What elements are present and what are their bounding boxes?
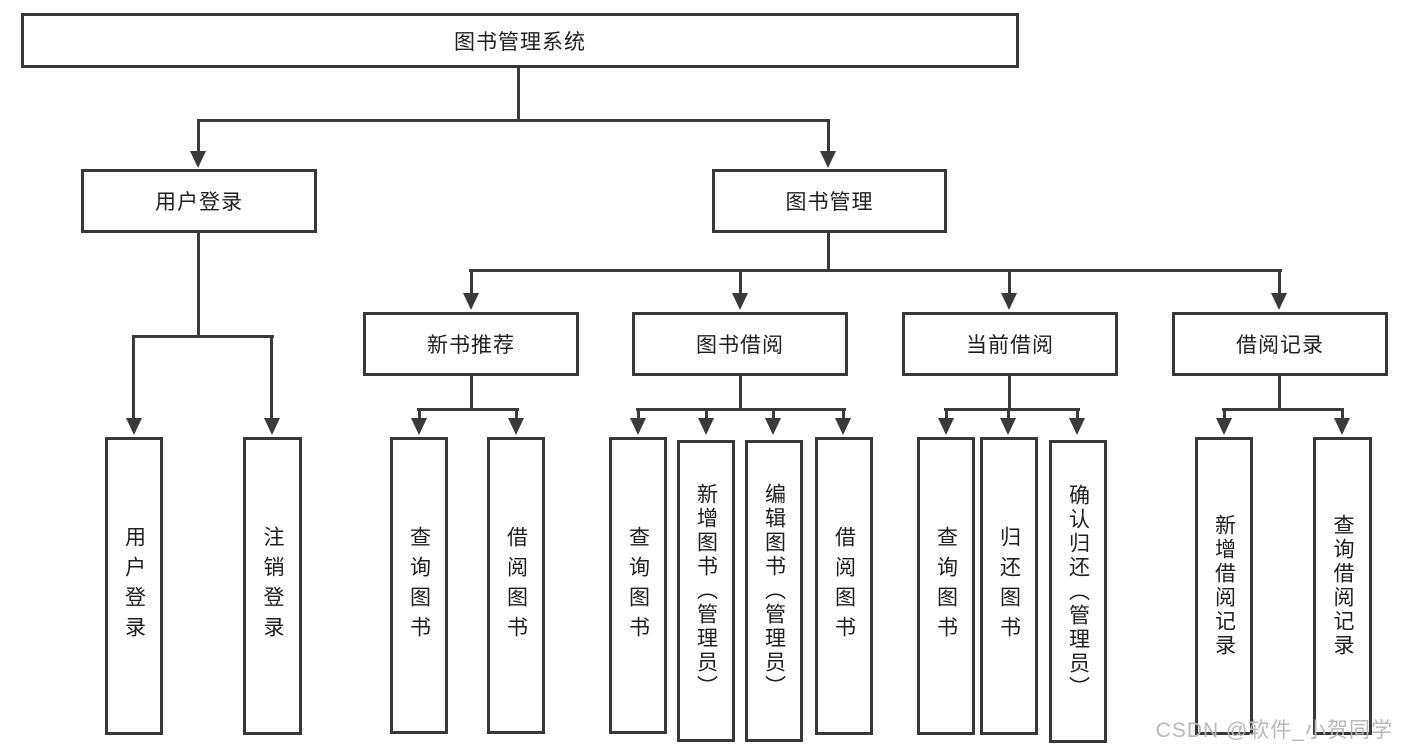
arrowhead-borrow-query (630, 418, 646, 435)
leaf-current-query-book-label: 查询图书 (934, 526, 958, 646)
connector-record-drop (1278, 376, 1281, 409)
connector-current-rail (944, 408, 1080, 411)
connector-user-login-drop (197, 233, 200, 336)
leaf-current-confirm-return-label: 确认归还（管理员） (1066, 483, 1090, 700)
leaf-rec-query-book-label: 查询图书 (407, 525, 431, 646)
connector-borrow-drop (739, 376, 742, 409)
arrowhead-borrow-edit (765, 418, 781, 435)
leaf-rec-query-book: 查询图书 (390, 437, 448, 734)
arrowhead-rec-query (411, 418, 427, 435)
leaf-record-add: 新增借阅记录 (1195, 437, 1253, 735)
arrowhead-leaf-login (126, 418, 142, 435)
connector-drop-borrow-edit (772, 410, 775, 420)
connector-drop-rec-query (418, 410, 421, 420)
node-user-login: 用户登录 (81, 169, 317, 233)
arrowhead-leaf-logout (264, 418, 280, 435)
arrowhead-current-return (1000, 418, 1016, 435)
arrowhead-book-borrow (732, 293, 748, 310)
connector-drop-current-query (945, 410, 948, 420)
arrowhead-rec-borrow (508, 418, 524, 435)
connector-current-drop (1008, 376, 1011, 409)
node-user-login-label: 用户登录 (155, 191, 243, 214)
node-new-book-rec-label: 新书推荐 (427, 334, 515, 357)
connector-root-drop (517, 68, 520, 121)
arrowhead-book-mgmt (820, 151, 836, 168)
connector-rec-rail (417, 408, 519, 411)
node-book-mgmt: 图书管理 (712, 169, 947, 233)
connector-drop-new-book-rec (470, 271, 473, 295)
leaf-current-return-book: 归还图书 (980, 437, 1038, 735)
arrowhead-current-confirm (1069, 418, 1085, 435)
leaf-borrow-add-book: 新增图书（管理员） (677, 440, 735, 742)
node-book-borrow: 图书借阅 (632, 312, 848, 376)
node-current-borrow-label: 当前借阅 (966, 334, 1054, 357)
node-book-borrow-label: 图书借阅 (696, 334, 784, 357)
arrowhead-record-query (1334, 418, 1350, 435)
connector-drop-current-return (1007, 410, 1010, 420)
leaf-borrow-edit-book-label: 编辑图书（管理员） (762, 483, 786, 699)
node-book-mgmt-label: 图书管理 (785, 191, 874, 214)
leaf-borrow-query-book: 查询图书 (609, 437, 667, 734)
connector-drop-book-mgmt (827, 121, 830, 153)
arrowhead-new-book-rec (463, 293, 479, 310)
leaf-borrow-lend-book-label: 借阅图书 (832, 526, 856, 646)
leaf-current-query-book: 查询图书 (917, 437, 975, 735)
leaf-borrow-query-book-label: 查询图书 (626, 525, 650, 646)
connector-drop-leaf-logout (270, 337, 273, 419)
leaf-record-add-label: 新增借阅记录 (1212, 514, 1236, 658)
leaf-logout: 注销登录 (243, 437, 302, 735)
connector-rec-drop (470, 376, 473, 409)
connector-drop-current-confirm (1076, 410, 1079, 420)
arrowhead-record-add (1216, 418, 1232, 435)
connector-drop-borrow-lend (842, 410, 845, 420)
leaf-record-query-label: 查询借阅记录 (1331, 514, 1354, 658)
connector-record-rail (1222, 408, 1344, 411)
node-root-label: 图书管理系统 (454, 30, 586, 54)
leaf-user-login-label: 用户登录 (122, 526, 146, 646)
connector-drop-rec-borrow (515, 410, 518, 420)
leaf-current-return-book-label: 归还图书 (997, 526, 1021, 646)
leaf-record-query: 查询借阅记录 (1313, 437, 1372, 735)
connector-drop-book-borrow (739, 271, 742, 295)
leaf-current-confirm-return: 确认归还（管理员） (1049, 440, 1107, 743)
leaf-rec-borrow-book-label: 借阅图书 (504, 525, 528, 646)
arrowhead-current-query (938, 418, 954, 435)
node-borrow-record: 借阅记录 (1172, 312, 1388, 376)
leaf-rec-borrow-book: 借阅图书 (487, 437, 545, 734)
connector-drop-borrow-query (637, 410, 640, 420)
arrowhead-current-borrow (1001, 293, 1017, 310)
node-current-borrow: 当前借阅 (902, 312, 1118, 376)
connector-drop-borrow-add (705, 410, 708, 420)
arrowhead-borrow-add (698, 418, 714, 435)
connector-drop-record-query (1341, 410, 1344, 420)
connector-drop-current-borrow (1008, 271, 1011, 295)
connector-book-mgmt-drop (827, 233, 830, 270)
connector-borrow-rail (636, 408, 846, 411)
connector-drop-record-add (1223, 410, 1226, 420)
arrowhead-user-login (190, 151, 206, 168)
connector-drop-user-login (197, 121, 200, 153)
connector-level2-rail (197, 119, 830, 122)
arrowhead-borrow-lend (835, 418, 851, 435)
node-borrow-record-label: 借阅记录 (1236, 334, 1324, 357)
connector-level3-rail (469, 269, 1282, 272)
watermark-text: CSDN @软件_小贺同学 (1155, 719, 1393, 742)
leaf-user-login: 用户登录 (105, 437, 163, 735)
leaf-borrow-add-book-label: 新增图书（管理员） (694, 483, 718, 699)
connector-user-login-rail (132, 335, 274, 338)
connector-drop-borrow-record (1278, 271, 1281, 295)
arrowhead-borrow-record (1271, 293, 1287, 310)
leaf-logout-label: 注销登录 (261, 526, 284, 646)
connector-drop-leaf-login (132, 337, 135, 419)
node-new-book-rec: 新书推荐 (363, 312, 579, 376)
leaf-borrow-edit-book: 编辑图书（管理员） (745, 440, 803, 742)
node-root: 图书管理系统 (21, 13, 1019, 68)
leaf-borrow-lend-book: 借阅图书 (815, 437, 873, 735)
